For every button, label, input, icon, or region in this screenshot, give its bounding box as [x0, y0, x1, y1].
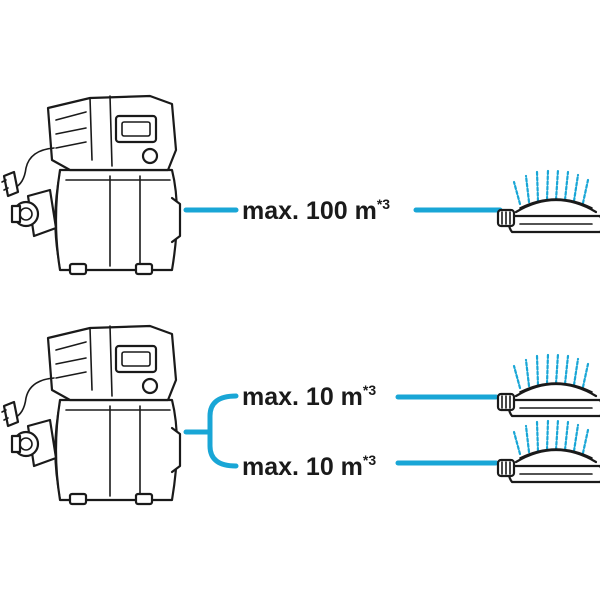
sprinkler-icon	[496, 352, 600, 418]
pump-icon	[0, 324, 182, 506]
pump-icon	[0, 94, 182, 276]
sprinkler-icon	[496, 418, 600, 484]
hose-splitter	[207, 393, 239, 469]
distance-label: max. 10 m*3	[242, 452, 376, 481]
distance-label: max. 10 m*3	[242, 382, 376, 411]
distance-label: max. 100 m*3	[242, 196, 390, 225]
sprinkler-icon	[496, 168, 600, 234]
